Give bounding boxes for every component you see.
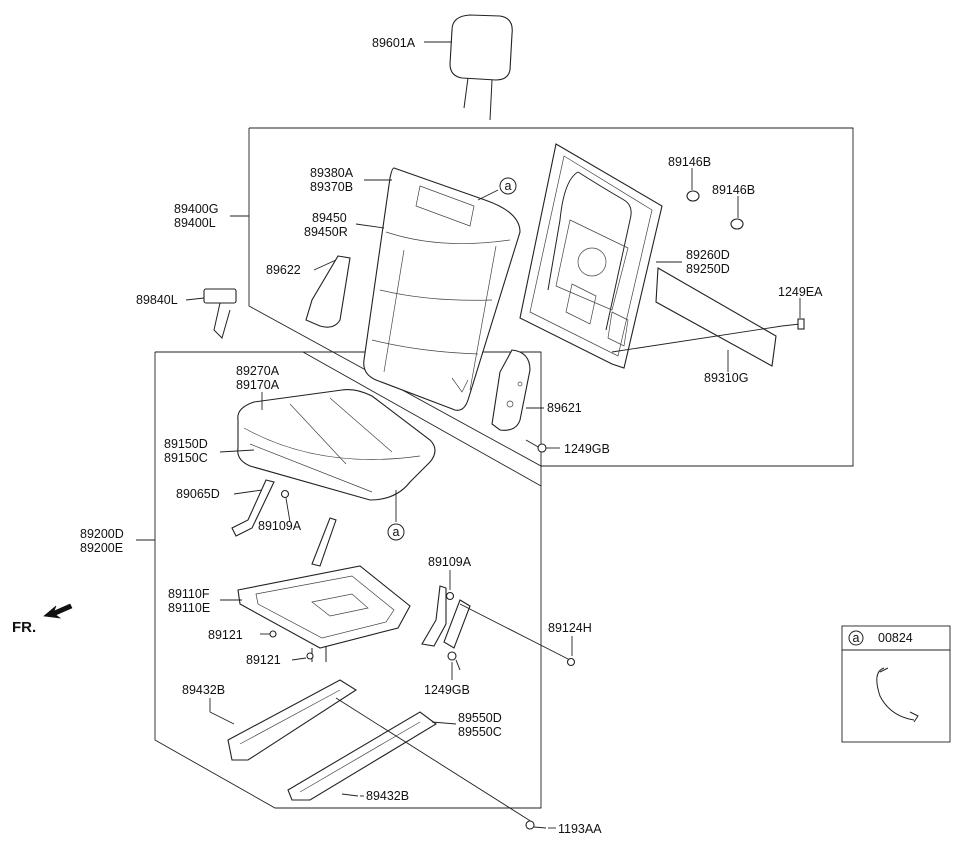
label-belt-buckle: 89840L <box>136 293 178 307</box>
right-bracket <box>421 585 447 647</box>
label-screw-ea: 1249EA <box>778 285 823 299</box>
rear-link <box>311 517 337 567</box>
belt-buckle <box>203 288 237 339</box>
seat-cushion <box>237 389 436 501</box>
seatback-group-box <box>248 127 854 467</box>
seat-track-left <box>227 679 358 761</box>
label-bolt-h: 89124H <box>548 621 592 635</box>
label-cushion-pad-1: 89150D <box>164 437 208 451</box>
clip-89121-1 <box>269 630 277 638</box>
grommet-1 <box>686 190 700 202</box>
label-cushion-pad-2: 89150C <box>164 451 208 465</box>
label-back-assy-1: 89400G <box>174 202 218 216</box>
label-back-assy-2: 89400L <box>174 216 216 230</box>
label-clip-1: 89121 <box>208 628 243 642</box>
label-clip-2: 89121 <box>246 653 281 667</box>
label-back-cover-2: 89370B <box>310 180 353 194</box>
inset-part-label: 00824 <box>878 631 913 645</box>
nut-89109a-right <box>445 591 455 601</box>
label-cushion-cover-1: 89270A <box>236 364 280 378</box>
bracket-89065d <box>231 479 275 537</box>
label-grommet-2: 89146B <box>712 183 755 197</box>
bolt-89432b-1 <box>209 711 235 725</box>
ref-a-circle-2 <box>387 523 405 541</box>
ref-a-circle-1 <box>499 177 517 195</box>
bolt-89124h <box>459 603 576 667</box>
grommet-2 <box>730 218 744 230</box>
front-arrow-icon <box>43 603 73 619</box>
bolt-1249gb-lower <box>447 651 461 671</box>
back-board <box>655 267 777 367</box>
label-back-frame-1: 89260D <box>686 248 730 262</box>
label-bracket-d: 89065D <box>176 487 220 501</box>
label-track-2: 89550C <box>458 725 502 739</box>
screw-1249ea <box>781 318 805 330</box>
label-cover-right: 89621 <box>547 401 582 415</box>
label-back-pad-2: 89450R <box>304 225 348 239</box>
label-back-frame-2: 89250D <box>686 262 730 276</box>
label-back-pad-1: 89450 <box>312 211 347 225</box>
seatback-frame <box>519 143 663 369</box>
inset-box <box>841 625 951 743</box>
label-cushion-frame-2: 89110E <box>168 601 210 615</box>
label-cushion-cover-2: 89170A <box>236 378 280 392</box>
label-track-1: 89550D <box>458 711 502 725</box>
track-cross-rod <box>335 697 533 823</box>
clip-89121-2 <box>306 652 314 660</box>
label-bolt-b-2: 89432B <box>366 789 409 803</box>
label-bolt-aa: 1193AA <box>558 822 602 836</box>
cushion-box-diagonal <box>302 351 542 487</box>
label-cushion-frame-1: 89110F <box>168 587 210 601</box>
ref-a-label-2: a <box>393 525 400 539</box>
seat-track-right <box>287 711 437 801</box>
cushion-frame <box>237 565 411 662</box>
label-grommet-1: 89146B <box>668 155 711 169</box>
headrest <box>449 14 513 121</box>
right-link <box>443 599 471 649</box>
bolt-1193aa <box>525 820 547 830</box>
label-headrest: 89601A <box>372 36 416 50</box>
label-bolt-gb-2: 1249GB <box>424 683 470 697</box>
label-bolt-b-1: 89432B <box>182 683 225 697</box>
label-cushion-assy-1: 89200D <box>80 527 124 541</box>
side-cover-left <box>305 255 351 328</box>
bolt-89432b-2 <box>341 793 359 797</box>
inset-ref-label: a <box>853 631 860 645</box>
label-bolt-gb-1: 1249GB <box>564 442 610 456</box>
leader-lines <box>136 41 801 829</box>
label-cushion-assy-2: 89200E <box>80 541 123 555</box>
side-cover-right <box>491 349 531 431</box>
ref-a-label-1: a <box>505 179 512 193</box>
label-board: 89310G <box>704 371 748 385</box>
label-nut-a-2: 89109A <box>428 555 472 569</box>
label-cover-left: 89622 <box>266 263 301 277</box>
clip-00824 <box>876 667 915 721</box>
seatback-cushion <box>363 167 521 411</box>
nut-89109a-left <box>280 489 290 499</box>
bolt-1249gb-upper <box>525 439 547 453</box>
front-direction-label: FR. <box>12 619 36 636</box>
label-nut-a-1: 89109A <box>258 519 302 533</box>
label-back-cover-1: 89380A <box>310 166 354 180</box>
